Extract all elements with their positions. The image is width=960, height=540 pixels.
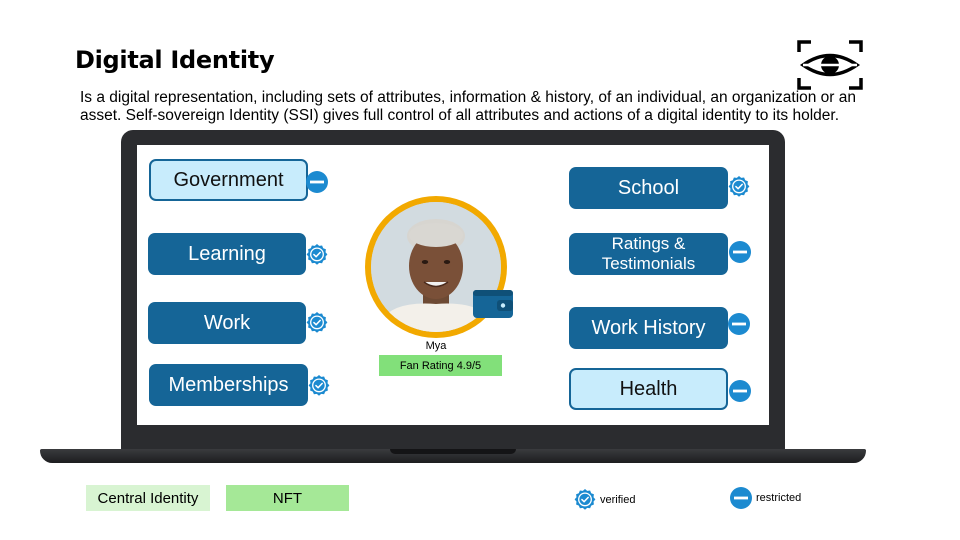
learning-label: Learning: [188, 243, 266, 265]
nft-label: NFT: [272, 489, 303, 507]
work-label: Work: [203, 312, 251, 334]
page-title: Digital Identity: [75, 46, 275, 74]
restricted-icon: [728, 240, 752, 264]
ratings-label-line2: Testimonials: [601, 254, 696, 273]
fan-rating-text: Fan Rating 4.9/5: [399, 359, 482, 372]
memberships-label: Memberships: [168, 374, 289, 396]
school-label: School: [617, 177, 680, 199]
central-identity-label: Central Identity: [97, 489, 199, 507]
work-attribute: Work: [148, 302, 306, 344]
central-identity-legend: Central Identity: [86, 485, 210, 511]
health-attribute: Health: [569, 368, 728, 410]
restricted-icon: [728, 379, 752, 403]
school-attribute: School: [569, 167, 728, 209]
health-label: Health: [619, 378, 678, 400]
laptop-notch: [390, 449, 516, 454]
restricted-legend-icon: [729, 486, 753, 510]
ratings-label-line1: Ratings &: [611, 234, 686, 253]
restricted-icon: [305, 170, 329, 194]
ratings-testimonials-attribute: Ratings & Testimonials: [569, 233, 728, 275]
page-description: Is a digital representation, including s…: [80, 89, 857, 124]
eye-scan-icon: [797, 40, 863, 90]
verified-icon: [307, 374, 331, 398]
wallet-icon: [473, 290, 513, 318]
verified-icon: [305, 243, 329, 267]
verified-legend-label: verified: [600, 494, 636, 506]
restricted-legend-label: restricted: [756, 492, 802, 504]
work-history-attribute: Work History: [569, 307, 728, 349]
work-history-label: Work History: [591, 317, 706, 339]
restricted-icon: [727, 312, 751, 336]
verified-legend-icon: [573, 488, 597, 512]
profile-name: Mya: [425, 340, 447, 352]
verified-icon: [305, 311, 329, 335]
laptop-base: [40, 449, 866, 463]
government-attribute: Government: [149, 159, 308, 201]
government-label: Government: [173, 169, 284, 191]
learning-attribute: Learning: [148, 233, 306, 275]
nft-legend: NFT: [226, 485, 349, 511]
ratings-testimonials-label: Ratings & Testimonials: [602, 234, 696, 274]
memberships-attribute: Memberships: [149, 364, 308, 406]
fan-rating-badge: Fan Rating 4.9/5: [379, 355, 502, 376]
verified-icon: [727, 175, 751, 199]
